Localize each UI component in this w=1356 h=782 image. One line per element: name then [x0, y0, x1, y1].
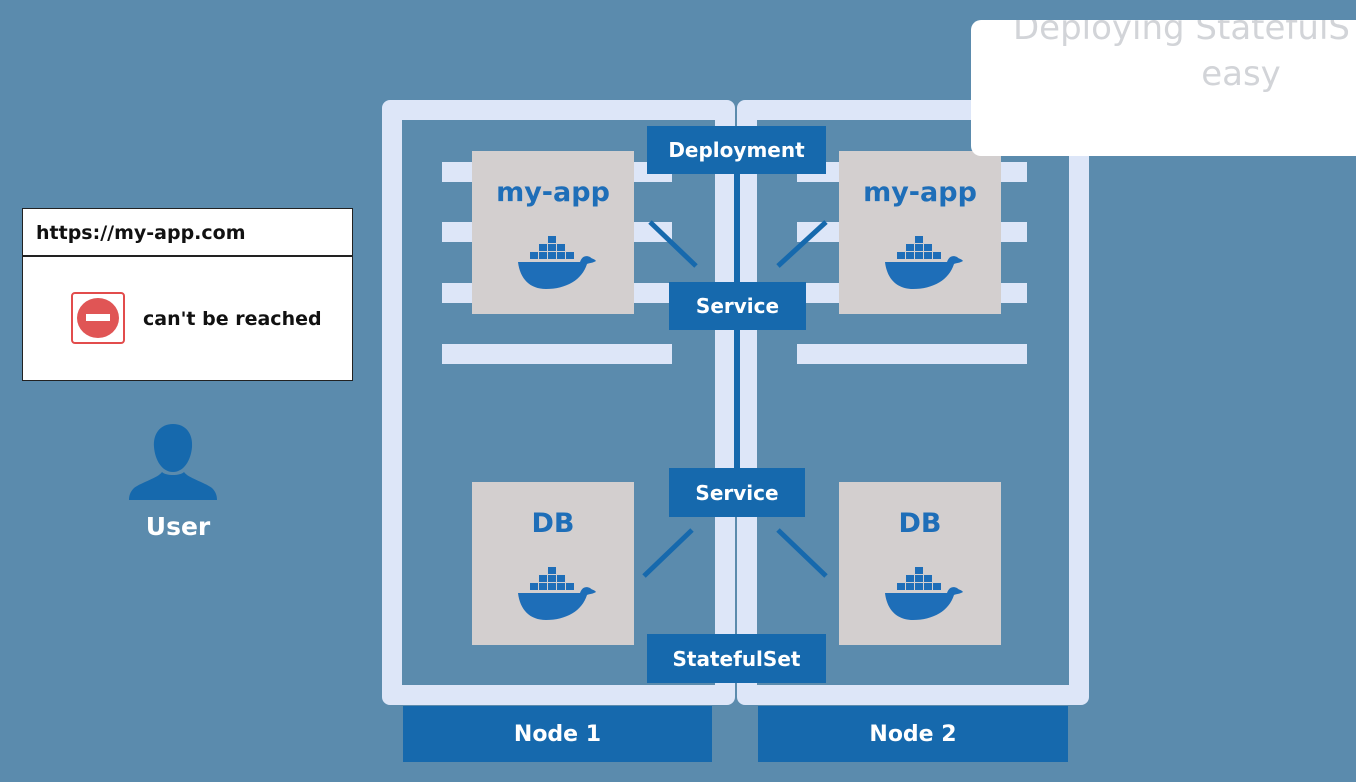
pod-label: DB — [898, 508, 942, 539]
docker-whale-icon — [518, 567, 596, 620]
user-label: User — [145, 512, 211, 541]
service-db-label: Service — [669, 468, 805, 517]
statefulset-label: StatefulSet — [647, 634, 826, 683]
pod-label: my-app — [496, 177, 610, 208]
node-2-frame — [737, 100, 1089, 705]
no-entry-bar — [86, 314, 110, 321]
title-card: Deploying StatefulS easy — [971, 20, 1356, 156]
browser-window: https://my-app.com can't be reached — [22, 208, 353, 381]
service-app-label: Service — [669, 282, 806, 330]
docker-whale-icon — [518, 236, 596, 289]
db-pod-node-2: DB — [839, 482, 1001, 645]
node-1-label: Node 1 — [403, 706, 712, 762]
url-bar: https://my-app.com — [23, 209, 352, 257]
pod-label: DB — [531, 508, 575, 539]
app-pod-node-1: my-app — [472, 151, 634, 314]
error-message: can't be reached — [143, 308, 322, 330]
title-line-2: easy — [1201, 54, 1281, 94]
db-pod-node-1: DB — [472, 482, 634, 645]
no-entry-circle — [77, 298, 119, 338]
title-line-1: Deploying StatefulS — [1013, 20, 1350, 48]
connector-line — [776, 220, 828, 268]
node-2-bar — [797, 344, 1027, 364]
app-pod-node-2: my-app — [839, 151, 1001, 314]
node-1-frame — [382, 100, 735, 705]
user-silhouette-icon — [129, 424, 217, 500]
connector-line — [642, 528, 694, 578]
node-1-bar — [442, 344, 672, 364]
deployment-label: Deployment — [647, 126, 826, 174]
pod-label: my-app — [863, 177, 977, 208]
node-2-label: Node 2 — [758, 706, 1068, 762]
connector-line — [776, 528, 828, 578]
no-entry-icon — [71, 292, 125, 344]
connector-line — [648, 220, 698, 268]
docker-whale-icon — [885, 236, 963, 289]
docker-whale-icon — [885, 567, 963, 620]
